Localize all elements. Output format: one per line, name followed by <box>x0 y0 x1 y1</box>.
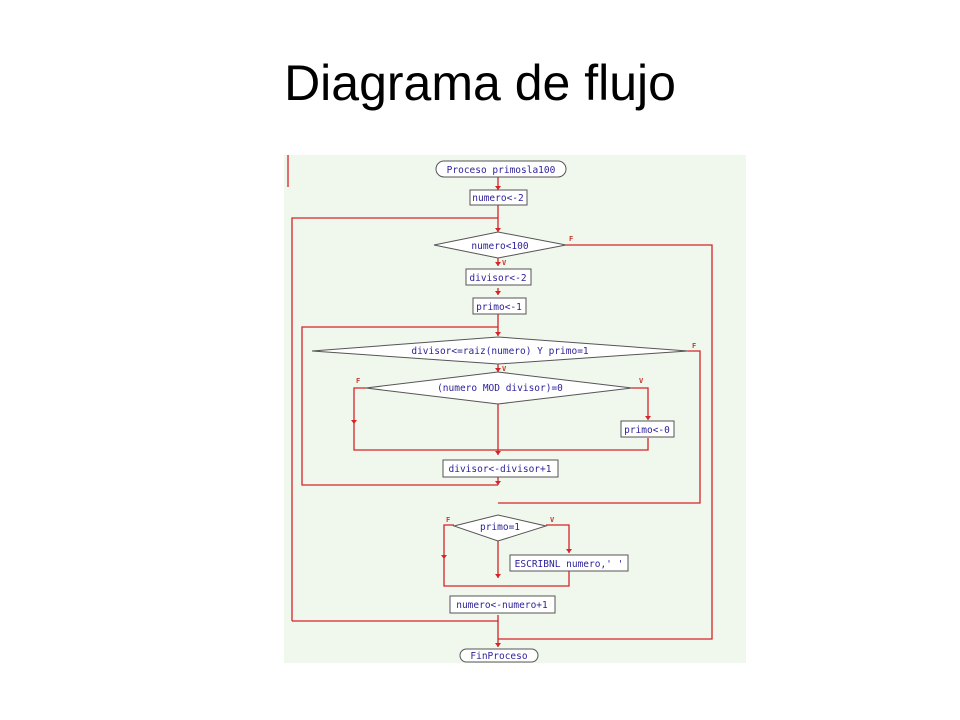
end-terminal-label: FinProceso <box>470 651 527 662</box>
arrow-heads <box>351 186 651 647</box>
outer-loop-decision <box>433 231 567 259</box>
assign-primo-box <box>472 297 527 315</box>
outer-false-label: F <box>569 235 573 243</box>
increment-numero-box <box>449 595 556 614</box>
assign-divisor-box <box>465 268 532 286</box>
assign-divisor-label: divisor<-2 <box>469 273 526 284</box>
increment-numero-label: numero<-numero+1 <box>456 600 548 611</box>
connector-lines <box>287 155 713 647</box>
end-terminal <box>459 648 539 663</box>
increment-divisor-box <box>442 459 559 478</box>
start-terminal-label: Proceso primosla100 <box>447 165 556 176</box>
inner-loop-decision <box>311 336 689 365</box>
assign-numero-label: numero<-2 <box>472 193 523 204</box>
outer-loop-condition: numero<100 <box>471 241 528 252</box>
write-output-box <box>509 554 629 572</box>
outer-true-label: V <box>502 259 507 267</box>
primo-false-label: F <box>446 516 450 524</box>
inner-false-label: F <box>692 342 696 350</box>
increment-divisor-label: divisor<-divisor+1 <box>449 464 552 475</box>
primo-decision <box>452 514 548 542</box>
start-terminal <box>435 160 567 178</box>
assign-primo-label: primo<-1 <box>476 302 522 313</box>
assign-primo-zero-label: primo<-0 <box>624 425 670 436</box>
inner-loop-condition: divisor<=raiz(numero) Y primo=1 <box>411 346 589 357</box>
assign-primo-zero-box <box>620 420 675 438</box>
slide-title: Diagrama de flujo <box>284 55 676 111</box>
mod-false-label: F <box>356 377 360 385</box>
mod-decision <box>365 371 633 405</box>
primo-condition: primo=1 <box>480 522 520 533</box>
flowchart-background <box>284 155 746 663</box>
inner-true-label: V <box>502 365 507 373</box>
mod-condition: (numero MOD divisor)=0 <box>437 383 563 394</box>
primo-true-label: V <box>550 516 555 524</box>
mod-true-label: V <box>639 377 644 385</box>
assign-numero-box <box>469 189 528 206</box>
flowchart: Proceso primosla100 numero<-2 numero<100… <box>284 155 746 663</box>
write-output-label: ESCRIBNL numero,' ' <box>515 559 624 570</box>
